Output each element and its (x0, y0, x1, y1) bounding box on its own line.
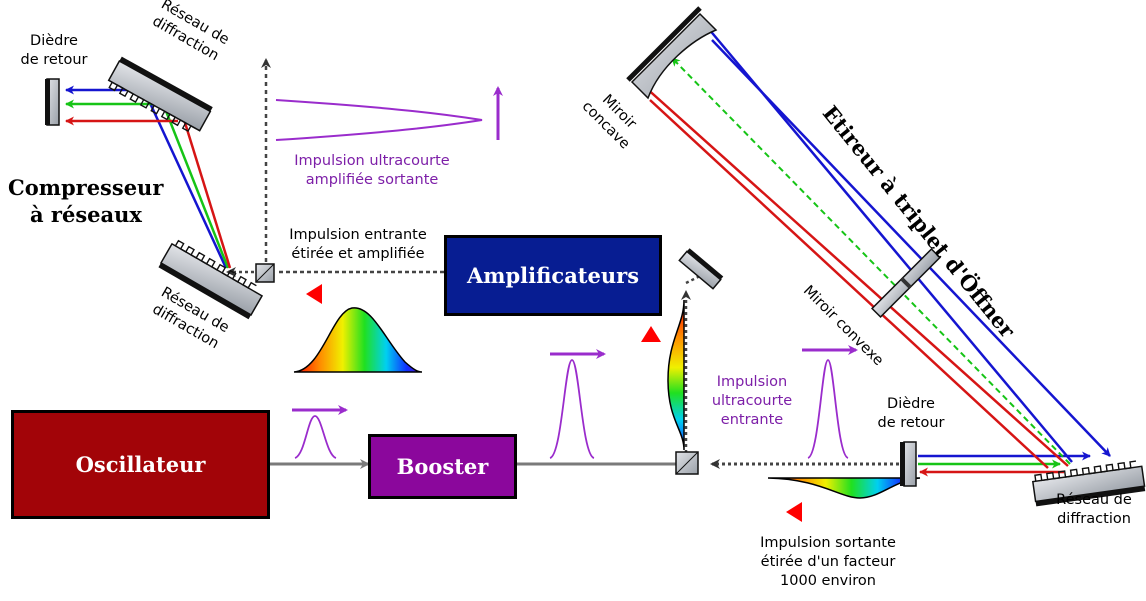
grating-bottom-left (158, 239, 264, 320)
oscillator-pulse (292, 405, 348, 459)
diedre-right-line2: de retour (877, 415, 945, 431)
booster-pulse (549, 349, 606, 459)
compresseur-title-line2: à réseaux (30, 202, 142, 227)
impulsion-sortante-amplifiee-label: Impulsion ultracourte amplifiée sortante (294, 152, 449, 190)
chirped-pulse-vertical (641, 299, 685, 451)
concave-mirror (626, 6, 718, 100)
compresseur-title-line1: Compresseur (8, 175, 164, 200)
beamsplitter-left (255, 263, 275, 283)
impulsion-ultracourte-entrante-line1: Impulsion (716, 374, 788, 390)
chirped-pulse-compressor (293, 284, 423, 373)
diedre-right-line1: Dièdre (887, 396, 935, 412)
beamsplitter-right (675, 451, 699, 475)
stretched-output-pulse (767, 477, 921, 522)
oscillateur-label: Oscillateur (75, 452, 206, 477)
impulsion-sortante-etiree-label: Impulsion sortante étirée d'un facteur 1… (760, 534, 896, 591)
roof-mirror-right (900, 441, 917, 487)
reseau-right-line2: diffraction (1057, 511, 1131, 527)
reseau-right-line1: Réseau de (1056, 492, 1132, 508)
stretcher-beams (643, 27, 1111, 477)
booster-label: Booster (396, 454, 489, 479)
impulsion-entrante-etiree-line2: étirée et amplifiée (291, 246, 425, 262)
impulsion-sortante-amplifiee-line2: amplifiée sortante (305, 172, 439, 188)
impulsion-sortante-amplifiee-line1: Impulsion ultracourte (294, 153, 450, 169)
reseau-right-label: Réseau de diffraction (1056, 491, 1132, 529)
diedre-left-label: Dièdre de retour (20, 32, 87, 70)
compresseur-title: Compresseur à réseaux (8, 174, 163, 228)
impulsion-ultracourte-entrante-line3: entrante (720, 412, 784, 428)
impulsion-ultracourte-entrante-line2: ultracourte (711, 393, 793, 409)
roof-mirror-left (45, 78, 60, 126)
impulsion-entrante-etiree-label: Impulsion entrante étirée et amplifiée (289, 226, 427, 264)
amplificateurs-label: Amplificateurs (466, 263, 640, 288)
impulsion-sortante-etiree-line1: Impulsion sortante (760, 535, 896, 551)
diedre-right-label: Dièdre de retour (877, 395, 944, 433)
impulsion-sortante-etiree-line2: étirée d'un facteur (760, 554, 896, 570)
main-beam-path (226, 58, 905, 469)
output-pulse-shape (275, 86, 503, 141)
diedre-left-line2: de retour (20, 52, 88, 68)
impulsion-sortante-etiree-line3: 1000 environ (780, 573, 876, 589)
convex-mirror (870, 247, 942, 319)
impulsion-ultracourte-entrante-label: Impulsion ultracourte entrante (712, 373, 792, 430)
impulsion-entrante-etiree-line1: Impulsion entrante (289, 227, 427, 243)
amplificateurs-box: Amplificateurs (444, 235, 662, 316)
diedre-left-line1: Dièdre (30, 33, 78, 49)
incoming-pulse (802, 345, 858, 459)
grating-right (1031, 460, 1146, 507)
booster-box: Booster (368, 434, 517, 499)
oscillateur-box: Oscillateur (11, 410, 270, 519)
grating-top-left (107, 56, 213, 133)
folding-mirror (678, 248, 724, 290)
